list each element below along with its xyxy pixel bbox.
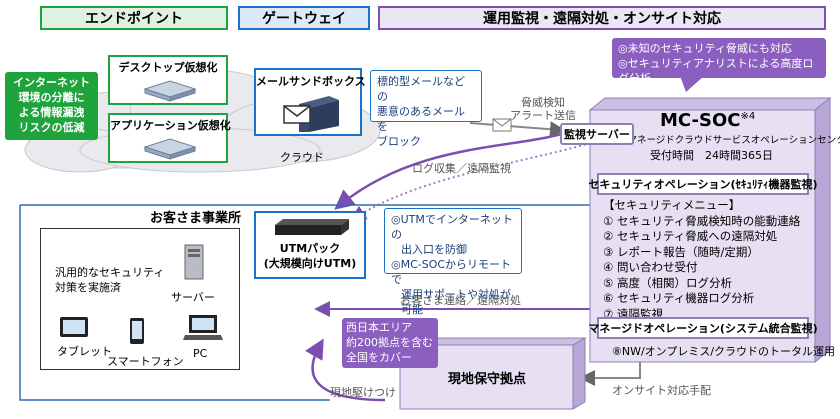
utm-note: ◎UTMでインターネットの 出入口を防御 ◎MC-SOCからリモートで 運用サポ…	[384, 208, 522, 316]
app-virt-label: アプリケーション仮想化	[110, 119, 231, 132]
server-label: サーバー	[171, 291, 215, 304]
desktop-virtualization-box: デスクトップ仮想化	[108, 55, 228, 105]
threat-alert-arrow	[469, 121, 566, 138]
menu-item: ④ 問い合わせ受付	[603, 260, 698, 274]
rush-onsite-arrow	[305, 338, 386, 402]
smartphone-icon	[130, 318, 144, 344]
tablet-icon	[60, 317, 88, 337]
server-stack-icon	[143, 80, 197, 102]
soc-title: MC-SOC※4	[660, 110, 756, 131]
soc-hours: 受付時間 24時間365日	[650, 149, 773, 162]
customer-contact-label: お客さま連絡／遠隔対処	[400, 294, 521, 307]
local-base-side	[572, 337, 586, 410]
west-area-note: 西日本エリア 約200拠点を含む 全国をカバー	[342, 318, 438, 368]
cloud-label: クラウド	[280, 151, 324, 164]
mail-sandbox-box: メールサンドボックス	[254, 68, 366, 136]
header-operations: 運用監視・遠隔対処・オンサイト対応	[378, 6, 826, 30]
office-title: お客さま事業所	[150, 211, 242, 226]
tablet-label: タブレット	[57, 345, 112, 358]
mail-server-icon	[283, 96, 339, 132]
menu-item: ② セキュリティ脅威への遠隔対処	[603, 229, 778, 243]
menu-item: ① セキュリティ脅威検知時の能動連絡	[603, 213, 801, 228]
local-base-label: 現地保守拠点	[448, 372, 527, 387]
security-menu: 【セキュリティメニュー】 ① セキュリティ脅威検知時の能動連絡 ② セキュリティ…	[603, 198, 801, 321]
managed-ops-header: マネージドオペレーション(システム統合監視)	[588, 317, 818, 339]
soc-features-note: ◎未知のセキュリティ脅威にも対応 ◎セキュリティアナリストによる高度ログ分析	[612, 38, 826, 85]
desktop-virt-label: デスクトップ仮想化	[118, 61, 218, 74]
office-devices-box: 汎用的なセキュリティ 対策を実施済 サーバー タブレット スマートフォン PC	[40, 228, 240, 370]
pc-icon	[183, 315, 223, 340]
header-gateway: ゲートウェイ	[238, 6, 370, 30]
server-tower-icon	[184, 244, 204, 280]
utm-appliance-icon	[275, 219, 349, 235]
callout-pointer	[680, 76, 704, 92]
smartphone-label: スマートフォン	[107, 355, 184, 368]
mail-sandbox-label: メールサンドボックス	[256, 75, 366, 88]
threat-detect-label: 脅威検知 アラート送信	[510, 96, 576, 122]
onsite-request-arrow	[579, 362, 641, 386]
mail-note: 標的型メールなどの 悪意のあるメールを ブロック	[370, 70, 482, 148]
app-virtualization-box: アプリケーション仮想化	[108, 113, 231, 163]
utm-label: UTMパック (大規模向けUTM)	[263, 242, 357, 270]
total-ops-label: ⑧NW/オンプレミス/クラウドのトータル運用	[612, 345, 836, 358]
monitor-server-box: 監視サーバー	[560, 123, 634, 145]
server-stack-icon	[143, 138, 197, 160]
security-ops-header: セキュリティオペレーション(ｾｷｭﾘﾃｨ機器監視)	[588, 173, 818, 195]
policy-label: 汎用的なセキュリティ 対策を実施済	[55, 266, 165, 294]
header-endpoint: エンドポイント	[40, 6, 228, 30]
log-collect-label: ログ収集／遠隔監視	[412, 162, 511, 175]
soc-box-top	[588, 97, 832, 111]
menu-item: ③ レポート報告（随時/定期）	[603, 244, 759, 259]
onsite-request-label: オンサイト対応手配	[612, 384, 711, 397]
envelope-icon	[492, 118, 512, 132]
office-frame	[19, 205, 330, 401]
menu-item: ⑥ セキュリティ機器ログ分析	[603, 291, 755, 305]
pc-label: PC	[193, 347, 208, 360]
soc-subtitle: （マネージドクラウドサービスオペレーションセンタ）	[618, 135, 840, 146]
menu-item: ⑤ 高度（相関）ログ分析	[603, 275, 732, 290]
log-collect-arrow	[349, 139, 601, 222]
rush-onsite-label: 現地駆けつけ	[330, 386, 396, 399]
isolation-note: インターネット 環境の分離に よる情報漏洩 リスクの低減	[5, 72, 98, 140]
remote-control-arrow	[334, 128, 576, 210]
utm-box: UTMパック (大規模向けUTM)	[254, 211, 366, 279]
